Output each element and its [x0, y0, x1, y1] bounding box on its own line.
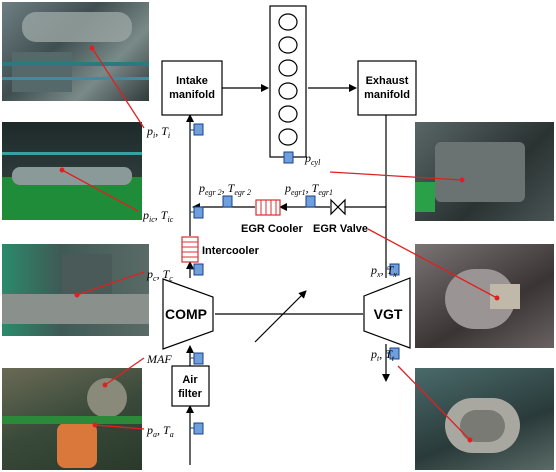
exhaust-manifold-box: [357, 60, 417, 116]
sensor-pc-tc: [193, 263, 204, 276]
pointer-cyl: [329, 171, 463, 181]
label-maf: MAF: [146, 352, 172, 366]
pointer-lines: [59, 45, 500, 443]
vgt-label: VGT: [374, 306, 403, 322]
engine-block: [269, 5, 307, 158]
exhaust-label-line2: manifold: [364, 89, 410, 101]
pointer-intercooler: [61, 169, 139, 212]
pointer-air-tip: [92, 422, 98, 428]
cylinder-6: [278, 128, 298, 146]
label-pegr2-tegr2: pegr 2, Tegr 2: [198, 181, 251, 197]
label-pic-tic: pic, Tic: [142, 208, 174, 224]
sensor-pa-ta: [193, 422, 204, 435]
label-pc-tc: pc, Tc: [146, 267, 173, 283]
air-filter: Air filter: [171, 365, 210, 407]
label-pegr1-tegr1: pegr1, Tegr1: [284, 181, 333, 197]
cylinder-3: [278, 59, 298, 77]
cylinder-2: [278, 36, 298, 54]
sensor-pi-ti: [193, 123, 204, 136]
air-filter-box: [171, 365, 210, 407]
intake-manifold: Intake manifold: [161, 60, 223, 116]
comp-label: COMP: [165, 306, 207, 322]
cylinder-5: [278, 105, 298, 123]
egr-valve: EGR Valve: [313, 198, 368, 235]
sensor-pegr1-tegr1: [305, 195, 316, 208]
egr-cooler: EGR Cooler: [241, 199, 303, 235]
egr-cooler-box: [255, 199, 281, 216]
egr-cooler-label: EGR Cooler: [241, 223, 303, 235]
cylinder-4: [278, 82, 298, 100]
pointer-intercooler-tip: [59, 167, 65, 173]
sensor-pic-tic: [193, 206, 204, 219]
intake-label-line2: manifold: [169, 89, 215, 101]
intake-label-line1: Intake: [176, 75, 208, 87]
photo-turbine-outlet: [415, 368, 554, 470]
pointer-turbine: [397, 365, 471, 441]
photo-compressor-outlet: [2, 244, 149, 336]
pointer-maf-tip: [102, 382, 108, 388]
egr-valve-label: EGR Valve: [313, 223, 368, 235]
label-pa-ta: pa, Ta: [146, 423, 174, 439]
flow-lines: [186, 84, 390, 465]
label-px-tx: px, Tx: [370, 263, 397, 279]
sensor-pcyl: [283, 151, 294, 164]
sensors: [193, 123, 400, 435]
pointer-comp-tip: [74, 292, 80, 298]
pointer-egr-valve-tip: [494, 295, 500, 301]
egr-valve-symbol: [330, 198, 346, 216]
pointer-intake-tip: [89, 45, 95, 51]
photo-intake-sensor: [2, 2, 149, 101]
pointer-turbine-tip: [467, 437, 473, 443]
pointer-egr-valve: [367, 228, 498, 299]
intercooler-box: [181, 236, 199, 263]
exhaust-label-line1: Exhaust: [366, 75, 409, 87]
vgt-turbine: VGT: [363, 277, 411, 349]
photo-engine-cylinder: [415, 122, 554, 221]
intercooler: Intercooler: [181, 236, 260, 263]
photo-vgt-inlet: [415, 244, 554, 348]
intake-manifold-box: [161, 60, 223, 116]
sensor-pegr2-tegr2: [222, 195, 233, 208]
pointer-air: [94, 424, 145, 430]
sensor-stems: [190, 129, 390, 429]
label-pcyl: pcyl: [304, 151, 321, 167]
photo-air-inlet: [2, 368, 142, 470]
vgt-actuation-arrow: [254, 290, 307, 343]
pointer-cyl-tip: [459, 177, 465, 183]
compressor: COMP: [162, 278, 214, 350]
label-pi-ti: pi, Ti: [146, 124, 170, 140]
cylinder-1: [278, 13, 298, 31]
vgt-shape: [363, 277, 411, 349]
pointer-comp: [76, 271, 145, 296]
sensor-maf: [193, 352, 204, 365]
compressor-shape: [162, 278, 214, 350]
air-filter-line2: filter: [178, 388, 203, 400]
air-filter-line1: Air: [182, 374, 198, 386]
pointer-maf: [104, 357, 145, 386]
pointer-intake: [91, 47, 145, 129]
intercooler-label: Intercooler: [202, 245, 260, 257]
exhaust-manifold: Exhaust manifold: [357, 60, 417, 116]
label-pt-tt: pt, Tt: [370, 347, 395, 363]
